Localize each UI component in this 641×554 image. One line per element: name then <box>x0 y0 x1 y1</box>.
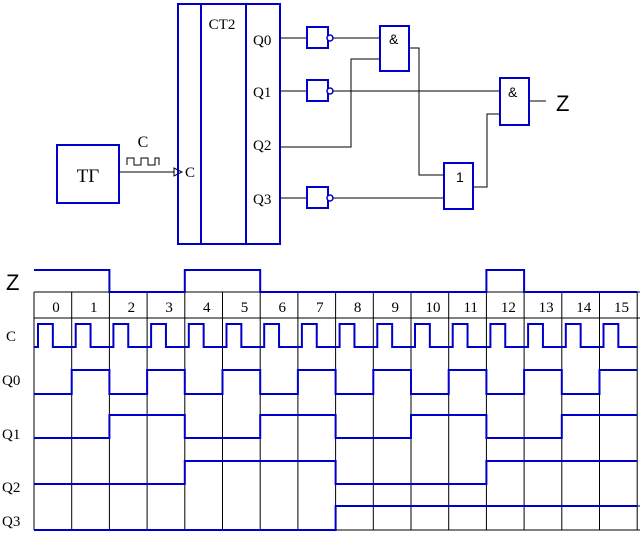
state-number: 3 <box>165 300 173 316</box>
inverter-q0 <box>280 26 334 49</box>
counter-output-q1: Q1 <box>253 85 271 101</box>
state-number: 2 <box>128 300 136 316</box>
inverter-q3 <box>280 186 334 209</box>
state-number: 10 <box>426 300 441 316</box>
state-number: 8 <box>354 300 362 316</box>
state-number: 15 <box>614 300 629 316</box>
counter-output-q0: Q0 <box>253 33 271 49</box>
state-number: 1 <box>90 300 98 316</box>
state-number: 5 <box>241 300 249 316</box>
state-number: 14 <box>576 300 592 316</box>
timing-q2-label: Q2 <box>2 480 20 496</box>
inverter-q1 <box>280 79 334 102</box>
generator-label: ТГ <box>77 166 100 187</box>
timing-z-label: Z <box>6 270 19 295</box>
counter-output-q2: Q2 <box>253 138 271 154</box>
wire-q2-to-and1 <box>280 58 380 148</box>
waveform-q0 <box>34 369 638 395</box>
state-number: 9 <box>392 300 400 316</box>
state-number: 12 <box>501 300 516 316</box>
state-number: 11 <box>463 300 477 316</box>
waveform-q1 <box>34 414 638 439</box>
timing-clock-label: C <box>6 329 16 345</box>
clock-pulse-symbol <box>126 157 160 166</box>
and-gate-2-symbol: & <box>508 84 518 100</box>
or-gate-symbol: 1 <box>456 169 464 185</box>
and-gate-1-symbol: & <box>389 31 399 47</box>
wire-and1-to-or <box>409 47 444 176</box>
state-number: 0 <box>52 300 60 316</box>
counter-label: CT2 <box>209 17 236 33</box>
waveform-q3 <box>34 505 638 531</box>
counter-block <box>177 3 281 245</box>
schematic: ТГ C CT2 C Q0 Q1 Q2 Q3 <box>56 3 569 245</box>
counter-clock-input-label: C <box>185 165 195 181</box>
clock-wire-label: C <box>138 134 149 151</box>
generator-block <box>56 144 120 204</box>
counter-output-q3: Q3 <box>253 192 271 208</box>
state-number: 4 <box>203 300 211 316</box>
state-number: 6 <box>278 300 286 316</box>
timing-q0-label: Q0 <box>2 373 20 389</box>
state-number: 13 <box>539 300 554 316</box>
waveform-q2 <box>34 460 638 485</box>
waveform-z <box>34 269 638 293</box>
wire-or-to-and2 <box>473 113 500 188</box>
or-gate <box>443 162 474 210</box>
timing-q3-label: Q3 <box>2 514 20 530</box>
output-z-label: Z <box>556 91 569 116</box>
waveform-clock <box>34 323 638 348</box>
timing-q1-label: Q1 <box>2 427 20 443</box>
state-number: 7 <box>316 300 324 316</box>
